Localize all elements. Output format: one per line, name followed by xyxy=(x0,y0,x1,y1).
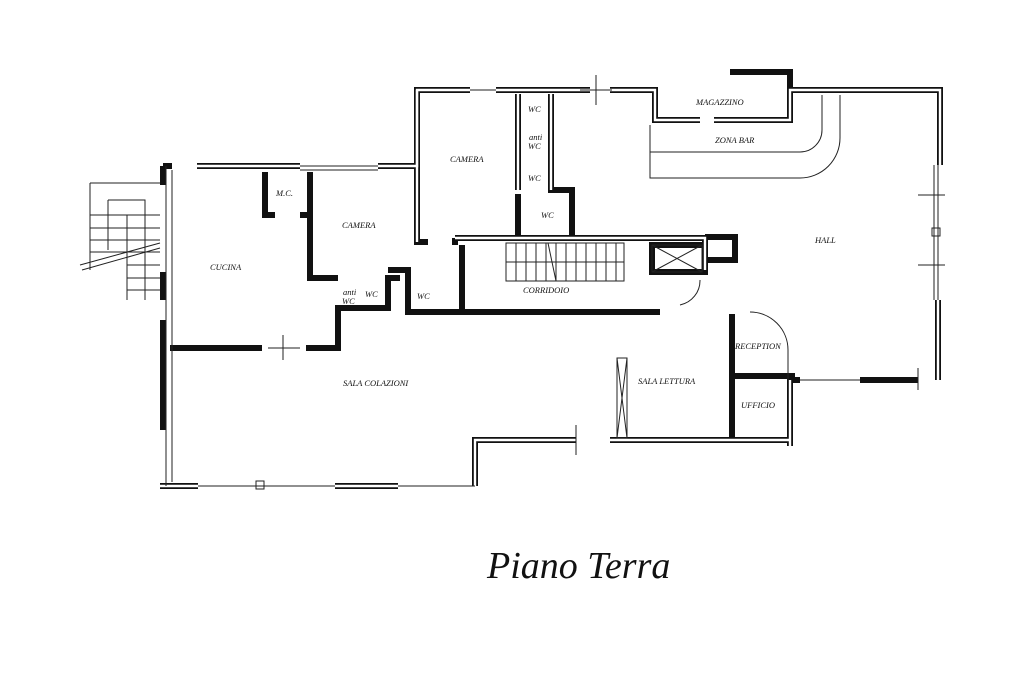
sliding-door xyxy=(616,357,628,439)
room-label-anti: anti xyxy=(343,287,357,297)
column xyxy=(255,480,265,490)
room-label-anti-wc: WC xyxy=(342,296,355,306)
room-label-mc: M.C. xyxy=(275,188,293,198)
room-labels: CUCINA M.C. CAMERA CAMERA WC anti WC WC … xyxy=(210,97,836,410)
room-label-camera: CAMERA xyxy=(342,220,376,230)
room-label-corridoio: CORRIDOIO xyxy=(523,285,569,295)
walls xyxy=(160,69,943,489)
plan-title: Piano Terra xyxy=(486,545,670,587)
column xyxy=(931,227,941,237)
stairs-external xyxy=(79,182,161,300)
room-label-magazzino: MAGAZZINO xyxy=(695,97,744,107)
room-label-wc: WC xyxy=(528,173,541,183)
room-label-wc: WC xyxy=(528,104,541,114)
room-label-sala-colazioni: SALA COLAZIONI xyxy=(343,378,409,388)
room-label-hall: HALL xyxy=(814,235,836,245)
room-label-wc: WC xyxy=(541,210,554,220)
room-label-cucina: CUCINA xyxy=(210,262,242,272)
room-label-camera: CAMERA xyxy=(450,154,484,164)
room-label-ufficio: UFFICIO xyxy=(741,400,775,410)
room-label-zona-bar: ZONA BAR xyxy=(715,135,755,145)
room-label-reception: RECEPTION xyxy=(734,341,782,351)
room-label-sala-lettura: SALA LETTURA xyxy=(638,376,696,386)
room-label-wc: WC xyxy=(365,289,378,299)
room-label-wc: WC xyxy=(417,291,430,301)
room-label-anti-wc: WC xyxy=(528,141,541,151)
room-label-anti: anti xyxy=(529,132,543,142)
stairs-internal xyxy=(505,242,703,282)
elevator xyxy=(651,244,703,273)
windows-doors xyxy=(165,75,945,490)
